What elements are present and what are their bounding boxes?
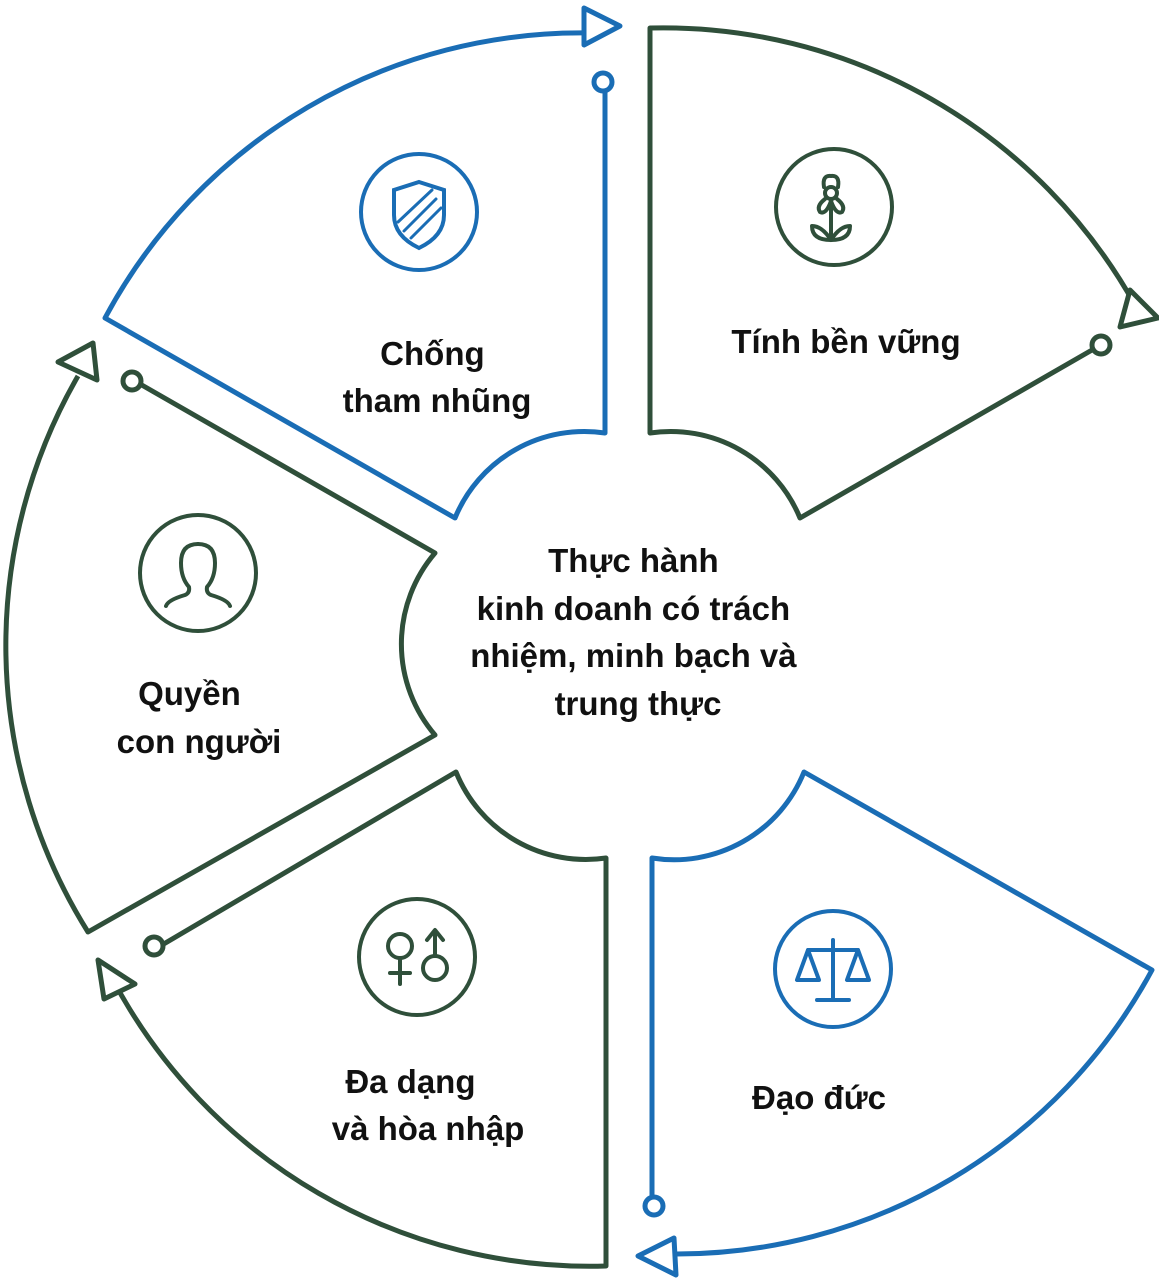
center-title: Thực hành kinh doanh có trách nhiệm, min… (470, 542, 806, 722)
segment-human-rights-label: Quyền con người (117, 675, 282, 760)
scales-icon (773, 909, 893, 1029)
segment-sustainability-label: Tính bền vững (731, 323, 960, 360)
connector-dot-icon (591, 70, 615, 94)
segment-sustainability-outline (647, 25, 1138, 521)
segment-diversity-label: Đa dạng và hòa nhập (332, 1063, 525, 1147)
segment-ethics-outline (649, 769, 1155, 1257)
segment-anti-corruption-outline (102, 30, 608, 521)
person-icon (138, 513, 258, 633)
connector-dot-icon (142, 934, 166, 958)
connector-dot-icon (120, 369, 144, 393)
segment-sustainability: Tính bền vững (647, 25, 1159, 521)
arrow-head-icon (95, 957, 138, 1002)
connector-dot-icon (642, 1194, 666, 1218)
arrow-head-icon (55, 340, 100, 383)
segment-ethics: Đạo đức (635, 769, 1155, 1278)
segment-anti-corruption-label: Chống tham nhũng (343, 335, 532, 419)
arrow-head-icon (635, 1235, 679, 1278)
segment-diversity: Đa dạng và hòa nhập (95, 769, 609, 1269)
segment-human-rights-outline (3, 374, 438, 935)
flower-icon (774, 147, 894, 267)
segment-diversity-outline (110, 769, 609, 1269)
shield-icon (359, 152, 479, 272)
arrow-head-icon (1117, 287, 1159, 330)
connector-dot-icon (1089, 333, 1113, 357)
arrow-head-icon (581, 5, 623, 48)
segment-ethics-label: Đạo đức (752, 1079, 886, 1116)
segment-human-rights: Quyền con người (3, 340, 438, 935)
gender-icon (357, 897, 477, 1017)
segment-anti-corruption: Chống tham nhũng (102, 5, 623, 521)
